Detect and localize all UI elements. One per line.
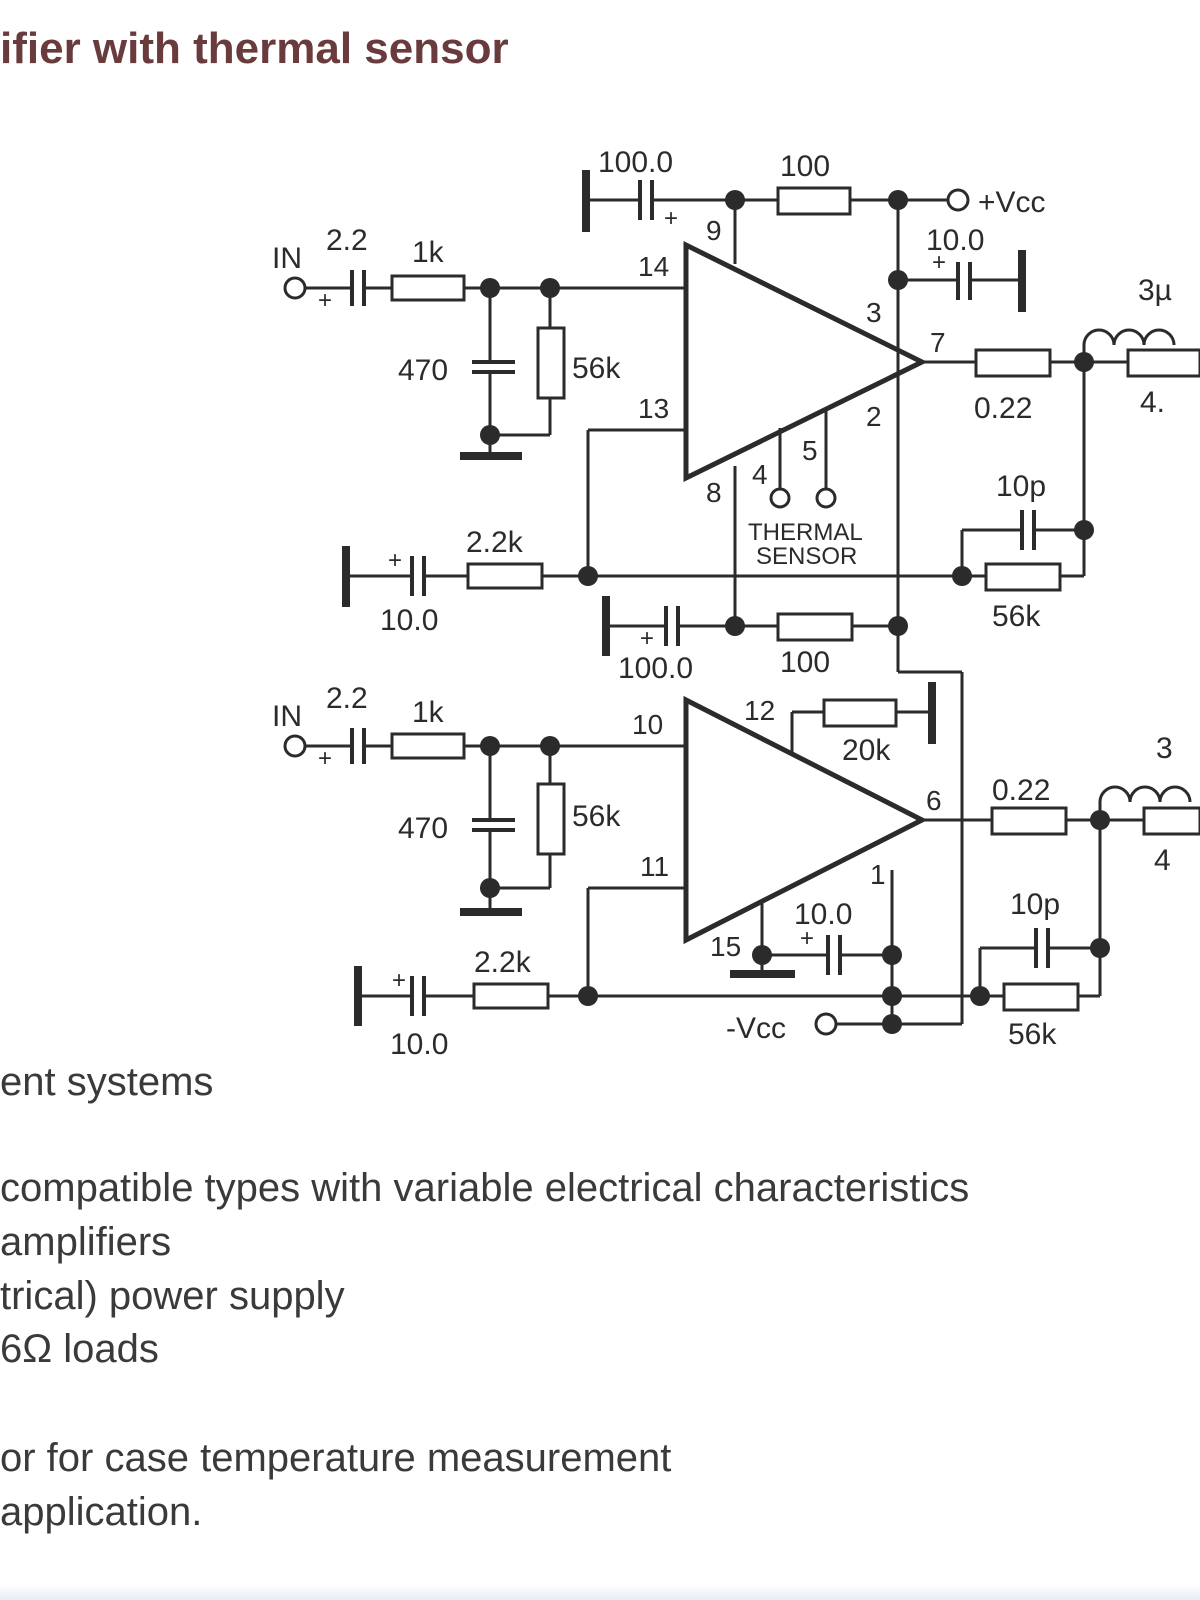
resistor-comp-bottom-value: 56k (1008, 1018, 1057, 1051)
text-line-5: 6Ω loads (0, 1327, 159, 1371)
resistor-input-top (390, 274, 466, 302)
resistor-feedback-bottom (472, 982, 550, 1010)
text-line-3: amplifiers (0, 1220, 172, 1264)
pin-12-label: 12 (744, 695, 775, 726)
text-line-6: or for case temperature measurement (0, 1436, 672, 1480)
vcc-positive-terminal (946, 188, 970, 212)
resistor-bootstrap-top-value: 100 (780, 150, 830, 183)
thermal-sensor-label-2: SENSOR (756, 543, 857, 570)
pin-4-label: 4 (752, 459, 768, 490)
resistor-output-bottom (990, 806, 1068, 836)
pin-5-label: 5 (802, 435, 818, 466)
resistor-bias-top (536, 326, 566, 400)
page-title: ifier with thermal sensor (0, 24, 509, 73)
page-bottom-edge (0, 1585, 1200, 1600)
capacitor-vcc-value: 10.0 (926, 224, 984, 257)
pin-14-label: 14 (638, 251, 669, 282)
resistor-input-bottom-value: 1k (412, 696, 445, 729)
thermal-sensor-label-1: THERMAL (748, 519, 863, 546)
pin-10-label: 10 (632, 709, 663, 740)
thermal-sensor-pin-4 (769, 487, 791, 509)
resistor-load-top-label: 4. (1140, 386, 1165, 419)
pin-7-label: 7 (930, 327, 946, 358)
capacitor-bootstrap-top-value: 100.0 (598, 146, 673, 179)
vcc-negative-terminal (814, 1012, 838, 1036)
text-line-4: trical) power supply (0, 1274, 345, 1318)
svg-text:+: + (932, 249, 946, 276)
svg-text:+: + (318, 287, 332, 314)
svg-text:+: + (318, 745, 332, 772)
resistor-feedback-bottom-value: 2.2k (474, 946, 532, 979)
capacitor-comp-top-value: 10p (996, 470, 1046, 503)
amplifier-bottom (683, 695, 928, 945)
input-label-bottom: IN (272, 700, 302, 733)
text-line-7: application. (0, 1490, 203, 1534)
pin-15-label: 15 (710, 931, 741, 962)
capacitor-feedback-bottom-value: 10.0 (390, 1028, 448, 1061)
inductor-output-top (1082, 328, 1176, 362)
input-label-top: IN (272, 242, 302, 275)
pin-9-label: 9 (706, 215, 722, 246)
resistor-output-bottom-value: 0.22 (992, 774, 1050, 807)
resistor-mid (776, 612, 854, 642)
resistor-feedback-top (466, 562, 544, 590)
text-line-1: ent systems (0, 1060, 214, 1104)
capacitor-comp-bottom-value: 10p (1010, 888, 1060, 921)
resistor-input-bottom (390, 732, 466, 760)
pin-6-label: 6 (926, 785, 942, 816)
pin-8-label: 8 (706, 477, 722, 508)
svg-text:+: + (664, 205, 678, 232)
resistor-output-top (974, 348, 1052, 378)
capacitor-mid-value: 100.0 (618, 652, 693, 685)
inductor-output-top-label: 3µ (1138, 274, 1172, 307)
resistor-input-top-value: 1k (412, 236, 445, 269)
resistor-load-bottom (1142, 806, 1200, 836)
amplifier-top (683, 240, 928, 483)
resistor-comp-top (984, 562, 1062, 592)
svg-text:+: + (392, 967, 406, 994)
inductor-output-bottom (1098, 785, 1192, 820)
thermal-sensor-pin-5 (815, 487, 837, 509)
input-terminal-top (283, 276, 307, 300)
resistor-bias-bottom (536, 782, 566, 856)
capacitor-shunt-top-value: 470 (398, 354, 448, 387)
capacitor-pin-15-value: 10.0 (794, 898, 852, 931)
resistor-pin-12 (822, 698, 898, 728)
vcc-positive-label: +Vcc (978, 186, 1046, 219)
vcc-negative-label: -Vcc (726, 1012, 786, 1045)
capacitor-input-bottom-value: 2.2 (326, 682, 368, 715)
resistor-load-top (1126, 348, 1200, 378)
inductor-output-bottom-label: 3 (1156, 732, 1173, 765)
input-terminal-bottom (283, 734, 307, 758)
resistor-mid-value: 100 (780, 646, 830, 679)
svg-text:+: + (800, 925, 814, 952)
capacitor-feedback-top-value: 10.0 (380, 604, 438, 637)
pin-13-label: 13 (638, 393, 669, 424)
text-line-2: compatible types with variable electrica… (0, 1166, 970, 1210)
resistor-bootstrap-top (776, 186, 852, 216)
resistor-pin-12-value: 20k (842, 734, 891, 767)
resistor-bias-top-value: 56k (572, 352, 621, 385)
pin-3-label: 3 (866, 297, 882, 328)
capacitor-shunt-bottom-value: 470 (398, 812, 448, 845)
pin-1-label: 1 (870, 859, 886, 890)
resistor-output-top-value: 0.22 (974, 392, 1032, 425)
pin-2-label: 2 (866, 401, 882, 432)
pin-11-label: 11 (640, 851, 669, 882)
resistor-bias-bottom-value: 56k (572, 800, 621, 833)
resistor-load-bottom-label: 4 (1154, 844, 1171, 877)
amplifier-schematic: IN + 2.2 1k 14 470 56k 13 (272, 146, 1200, 1061)
svg-text:+: + (640, 625, 654, 652)
svg-text:+: + (388, 547, 402, 574)
resistor-comp-top-value: 56k (992, 600, 1041, 633)
capacitor-input-top-value: 2.2 (326, 224, 368, 257)
resistor-feedback-top-value: 2.2k (466, 526, 524, 559)
resistor-comp-bottom (1002, 982, 1080, 1012)
